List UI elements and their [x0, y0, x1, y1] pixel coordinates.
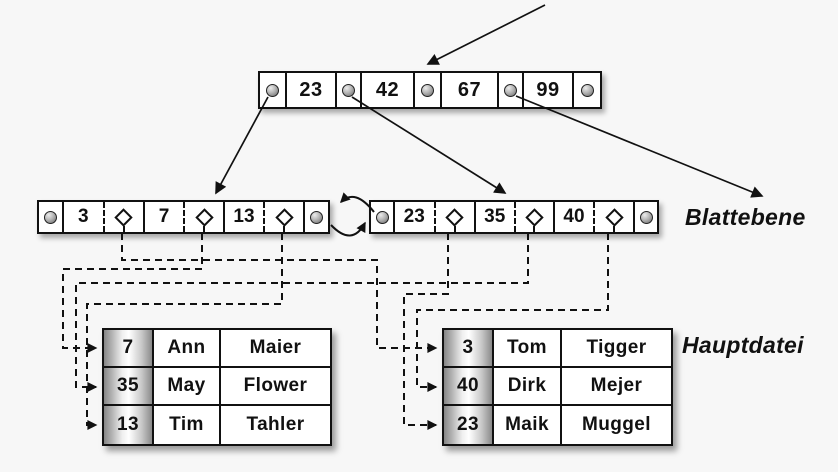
- leaf-next-pointer-slot: [305, 202, 328, 232]
- pointer-tail: [203, 226, 205, 232]
- root-node: 23 42 67 99: [258, 71, 602, 109]
- table-firstname-cell: Dirk: [494, 368, 562, 406]
- leaf-key-cell: 3: [64, 202, 145, 232]
- table-lastname-cell: Mejer: [562, 368, 671, 406]
- pointer-tail: [613, 226, 615, 232]
- table-lastname-cell: Flower: [221, 368, 330, 406]
- leaf-prev-pointer-slot: [371, 202, 395, 232]
- record-pointer-slot: [593, 202, 633, 232]
- root-key: 42: [375, 78, 400, 101]
- root-pointer-slot-4: [499, 73, 524, 107]
- pointer-circle-icon: [44, 210, 57, 224]
- diamond-record-pointer-icon: [445, 207, 464, 227]
- root-pointer-slot-3: [415, 73, 442, 107]
- table-key-cell: 3: [444, 330, 494, 368]
- right-leaf-node: 23 35 40: [369, 200, 659, 234]
- table-firstname-cell: Tom: [494, 330, 562, 368]
- root-key: 67: [457, 78, 482, 101]
- root-key: 23: [299, 78, 323, 101]
- leaf-level-label: Blattebene: [685, 204, 806, 230]
- leaf-key-cell: 7: [145, 202, 225, 232]
- pointer-tail: [122, 226, 125, 232]
- leaf-link-arrow-right: [330, 221, 366, 237]
- leaf-key: 40: [563, 206, 585, 227]
- root-key-cell-4: 99: [524, 73, 574, 107]
- root-key-cell-1: 23: [287, 73, 337, 107]
- root-key-cell-2: 42: [362, 73, 415, 107]
- diamond-record-pointer-icon: [194, 207, 214, 227]
- right-main-file-table: 3 Tom Tigger 40 Dirk Mejer 23 Maik Mugge…: [442, 328, 673, 446]
- diamond-record-pointer-icon: [274, 207, 294, 227]
- record-pointer-slot: [263, 202, 303, 232]
- leaf-key: 23: [403, 206, 425, 227]
- leaf-key-cell: 35: [476, 202, 555, 232]
- root-to-next-leaf-arrow: [515, 95, 764, 198]
- root-to-right-leaf-arrow: [351, 96, 507, 194]
- diamond-record-pointer-icon: [525, 207, 544, 227]
- table-firstname-cell: Tim: [154, 406, 221, 444]
- table-lastname-cell: Maier: [221, 330, 330, 368]
- pointer-tail: [453, 226, 456, 232]
- leaf-key-cell: 23: [395, 202, 476, 232]
- table-key-cell: 7: [104, 330, 154, 368]
- table-key-cell: 35: [104, 368, 154, 406]
- pointer-circle-icon: [342, 83, 355, 97]
- pointer-circle-icon: [310, 210, 323, 224]
- root-to-left-leaf-arrow: [215, 96, 269, 195]
- pointer-circle-icon: [375, 210, 389, 224]
- record-pointer-slot: [183, 202, 223, 232]
- root-key-cell-3: 67: [442, 73, 499, 107]
- root-pointer-slot-5: [574, 73, 600, 107]
- diamond-record-pointer-icon: [604, 207, 624, 227]
- table-key-cell: 23: [444, 406, 494, 444]
- leaf-key: 35: [484, 206, 506, 227]
- leaf-key-cell: 13: [225, 202, 305, 232]
- record-pointer-slot: [513, 202, 554, 232]
- table-firstname-cell: Maik: [494, 406, 562, 444]
- left-main-file-table: 7 Ann Maier 35 May Flower 13 Tim Tahler: [102, 328, 332, 446]
- diamond-record-pointer-icon: [114, 207, 133, 227]
- root-key: 99: [536, 78, 560, 101]
- leaf-key: 3: [77, 206, 89, 227]
- leaf-key: 7: [158, 206, 170, 227]
- table-firstname-cell: Ann: [154, 330, 221, 368]
- record-pointer-slot: [433, 202, 475, 232]
- root-pointer-slot-2: [337, 73, 362, 107]
- table-key-cell: 40: [444, 368, 494, 406]
- pointer-circle-icon: [421, 83, 434, 97]
- incoming-root-arrow: [426, 4, 546, 65]
- root-pointer-slot-1: [260, 73, 287, 107]
- pointer-circle-icon: [504, 83, 517, 97]
- leaf-key: 13: [233, 206, 255, 227]
- table-lastname-cell: Tigger: [562, 330, 671, 368]
- record-pointer-slot: [102, 202, 144, 232]
- leaf-next-pointer-slot: [635, 202, 657, 232]
- table-firstname-cell: May: [154, 368, 221, 406]
- pointer-tail: [283, 226, 285, 232]
- pointer-circle-icon: [266, 83, 279, 97]
- table-lastname-cell: Tahler: [246, 414, 305, 435]
- leaf-key-cell: 40: [555, 202, 635, 232]
- leaf-prev-pointer-slot: [39, 202, 64, 232]
- table-lastname-cell: Muggel: [582, 414, 651, 435]
- main-file-label: Hauptdatei: [682, 332, 804, 358]
- pointer-circle-icon: [639, 210, 653, 224]
- left-leaf-node: 3 7 13: [37, 200, 330, 234]
- pointer-circle-icon: [580, 83, 594, 97]
- table-key-cell: 13: [104, 406, 154, 444]
- pointer-tail: [533, 226, 536, 232]
